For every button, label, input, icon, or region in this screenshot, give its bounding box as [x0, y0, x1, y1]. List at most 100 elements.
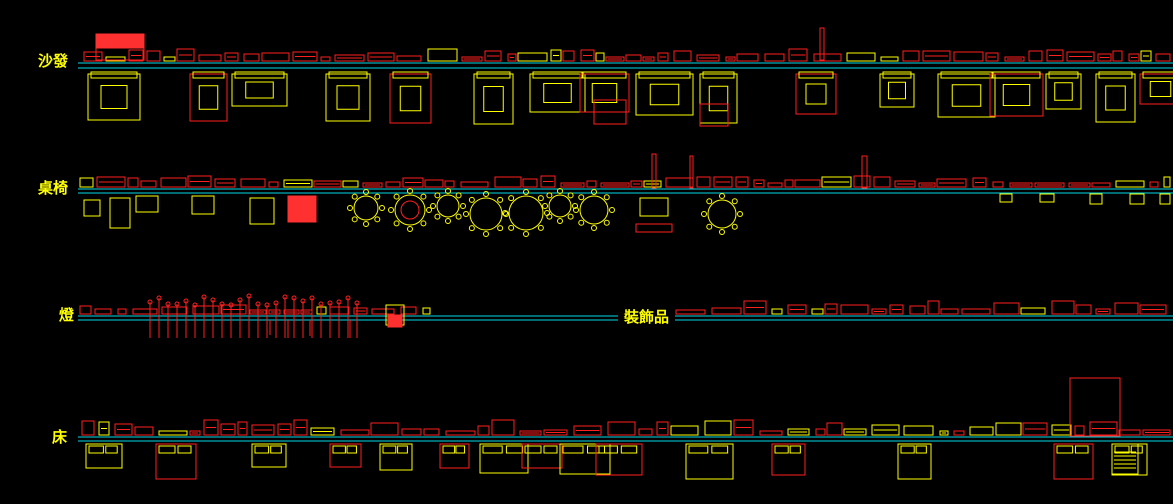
bed-elevation: [423, 428, 440, 436]
bed-plan-outline: [771, 443, 806, 476]
chair-plan: [523, 189, 529, 195]
sofa-plan-table: [1149, 81, 1172, 97]
bed-elevation: [787, 428, 810, 436]
sofa-elevation: [1140, 50, 1152, 62]
bed-elevation: [189, 430, 201, 436]
decoration-elevation: [993, 302, 1020, 315]
lamp-shade: [246, 293, 252, 299]
sofa-plan-back: [882, 71, 912, 79]
bed-elevation: [251, 424, 275, 436]
sofa-plan-outline: [699, 73, 738, 124]
bed-plan-pillow: [524, 445, 542, 454]
sofa-plan-back: [702, 71, 735, 79]
lamp-shade: [174, 301, 180, 307]
table-chair-elevation: [972, 177, 987, 188]
decoration-elevation: [909, 305, 926, 315]
lamp-shade: [156, 295, 162, 301]
table-plan: [135, 195, 159, 213]
sofa-plan-table: [483, 86, 504, 112]
chair-plan: [719, 229, 725, 235]
sofa-plan-table: [336, 85, 360, 110]
lamp-shade: [273, 300, 279, 306]
table-chair-elevation: [313, 180, 342, 188]
sofa-elevation: [1004, 56, 1025, 62]
sofa-plan-outline: [389, 73, 432, 124]
bed-elevation: [158, 430, 188, 436]
chair-plan: [578, 219, 585, 226]
sofa-plan-table: [1002, 84, 1031, 106]
chair-plan: [430, 203, 436, 209]
table-plan: [191, 195, 215, 215]
bed-plan-pillow: [88, 445, 104, 454]
round-table-plan: [707, 199, 737, 229]
lamp-shade: [264, 302, 270, 308]
bed-elevation: [98, 421, 110, 436]
bed-elevation: [815, 428, 826, 436]
sofa-plan-outline: [1045, 73, 1082, 110]
chair-plan: [706, 198, 713, 205]
chair-plan: [719, 193, 725, 199]
table-chair-elevation: [402, 177, 424, 188]
table-plan: [1089, 193, 1103, 205]
table-plan: [287, 195, 317, 223]
bed-plan-pillow: [1130, 445, 1143, 454]
bed-plan-pillow: [442, 445, 456, 454]
table-chair-elevation: [936, 178, 967, 188]
bed-plan-outline: [1053, 443, 1094, 480]
tall-elevation-block: [861, 155, 868, 189]
lamp-shade: [192, 302, 198, 308]
table-chair-elevation: [187, 175, 212, 188]
chair-plan: [407, 188, 413, 194]
chair-plan: [468, 225, 475, 232]
sofa-elevation: [484, 50, 502, 62]
bed-elevation: [310, 427, 335, 436]
lamp-shade: [291, 295, 297, 301]
table-plan: [1159, 193, 1171, 205]
bed-elevation: [638, 428, 653, 436]
lamp-shade: [201, 294, 207, 300]
bed-plan-outline: [479, 443, 529, 474]
table-plan: [1129, 193, 1145, 205]
round-table-inner: [400, 200, 420, 220]
sofa-elevation: [261, 52, 290, 62]
row-label-lamp: 燈: [59, 306, 75, 324]
sofa-plan-table: [100, 85, 128, 109]
chair-plan: [468, 196, 475, 203]
sofa-plan-outline: [473, 73, 514, 125]
decoration-elevation: [1114, 302, 1139, 315]
chair-plan: [379, 205, 385, 211]
table-chair-elevation: [696, 176, 711, 188]
sofa-elevation: [1046, 49, 1064, 62]
sofa-elevation: [396, 55, 422, 62]
lamp-cluster-accent: [387, 314, 403, 328]
lamp-elevation: [268, 309, 281, 315]
table-chair-elevation: [1068, 182, 1091, 188]
sofa-plan-outline: [231, 73, 288, 107]
sofa-elevation: [1066, 51, 1095, 62]
sofa-plan-back: [638, 71, 691, 79]
bed-plan-outline: [379, 443, 413, 471]
row-label-sofa: 沙發: [38, 52, 69, 70]
decoration-elevation: [824, 303, 838, 315]
sofa-plan-back: [90, 71, 138, 79]
chair-plan: [737, 211, 743, 217]
decoration-elevation: [961, 308, 991, 315]
sofa-elevation: [1112, 50, 1123, 62]
table-chair-elevation: [735, 176, 749, 188]
sofa-plan-back: [940, 71, 993, 79]
table-chair-elevation: [1091, 182, 1111, 188]
lamp-shade: [210, 297, 216, 303]
sofa-plan-table: [1105, 85, 1126, 111]
bed-plan-pillow: [543, 445, 558, 454]
chair-plan: [731, 223, 738, 230]
bed-elevation: [1022, 422, 1048, 436]
lamp-shade: [318, 301, 324, 307]
bed-plan-pillow: [346, 445, 357, 454]
sofa-plan-back: [1048, 71, 1079, 79]
chair-plan: [497, 196, 504, 203]
sofa-elevation: [657, 52, 669, 62]
lamp-elevation: [79, 305, 92, 315]
plan-blocks: [83, 71, 1173, 480]
chair-plan: [374, 216, 381, 223]
